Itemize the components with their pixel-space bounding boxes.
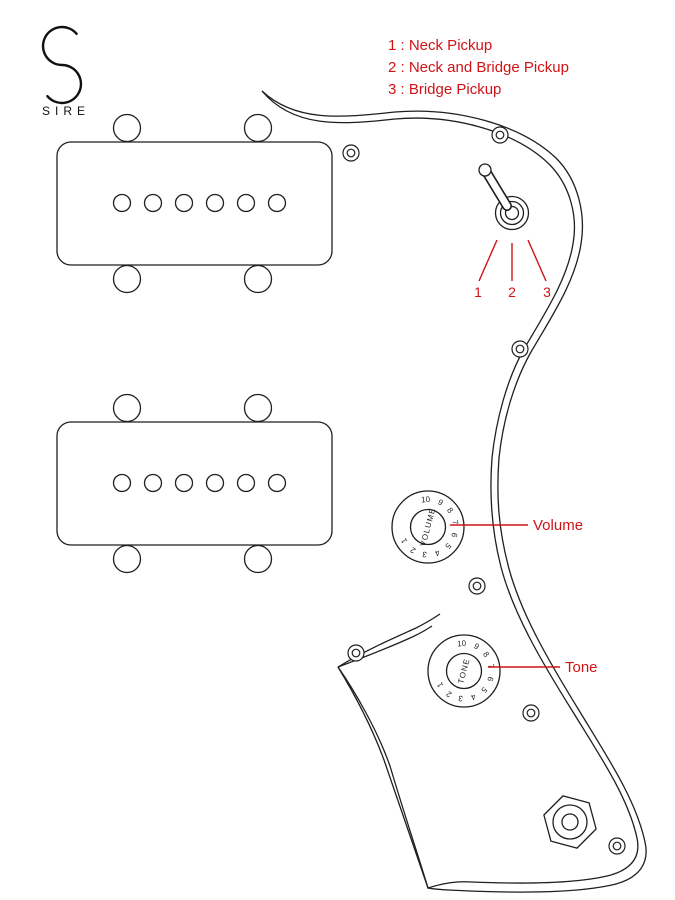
screw-icon [342,144,360,162]
neck-pickup [56,113,333,294]
tone-knob-cap [445,652,483,690]
switch-position-label-2: 2 [508,284,516,300]
svg-text:3: 3 [457,693,463,703]
volume-knob-cap [409,508,447,546]
volume-knob-ticks: 1 2 3 4 5 6 7 8 9 10 [399,495,460,559]
svg-text:2: 2 [444,689,453,699]
pickguard-inner-edge [261,90,639,889]
jack-hole [561,813,579,831]
screw-icon [347,644,365,662]
tone-callout-label: Tone [565,659,598,676]
volume-knob: 1 2 3 4 5 6 7 8 9 10 VOLUME [391,490,465,564]
svg-text:8: 8 [481,650,491,659]
volume-callout-label: Volume [533,517,583,534]
svg-text:4: 4 [469,692,477,702]
svg-text:1: 1 [399,536,409,545]
pickguard-outer-edge [261,90,647,893]
pickup-mount-ear [112,113,142,143]
pickguard-screws [342,126,626,855]
legend-line-1: 1 : Neck Pickup [388,37,492,54]
pole-piece [143,473,163,493]
switch-tip [478,163,492,177]
bridge-pickup-cover [56,421,333,546]
svg-text:9: 9 [472,641,481,651]
volume-callout: Volume [450,517,583,534]
pole-piece [112,193,132,213]
screw-icon [491,126,509,144]
svg-text:10: 10 [421,495,431,505]
legend-line-2: 2 : Neck and Bridge Pickup [388,59,569,76]
tone-callout: Tone [488,659,598,676]
screw-icon [468,577,486,595]
neck-pickup-cover [56,141,333,266]
svg-text:7: 7 [450,519,460,525]
switch-position-callouts: 1 2 3 [474,239,551,300]
legend-line-3: 3 : Bridge Pickup [388,81,501,98]
sire-logo: SIRE [41,25,90,118]
bridge-pickup [56,393,333,574]
svg-text:3: 3 [421,549,427,559]
pole-piece [112,473,132,493]
pole-piece [236,473,256,493]
svg-text:5: 5 [443,541,453,551]
pickup-selector-switch [478,163,530,231]
svg-text:10: 10 [457,639,467,649]
svg-text:4: 4 [433,548,441,558]
pickup-mount-ear [243,113,273,143]
pickup-mount-ear [243,544,273,574]
logo-s-icon [41,25,83,105]
legend: 1 : Neck Pickup 2 : Neck and Bridge Pick… [388,37,569,98]
pickup-mount-ear [112,264,142,294]
svg-text:9: 9 [436,497,445,507]
switch-position-label-3: 3 [543,284,551,300]
logo-wordmark: SIRE [42,104,90,118]
screw-icon [522,704,540,722]
pole-piece [267,193,287,213]
svg-text:1: 1 [435,680,445,689]
pole-piece [143,193,163,213]
svg-text:5: 5 [479,685,489,695]
pole-piece [205,473,225,493]
svg-text:2: 2 [408,545,417,555]
pickup-mount-ear [112,393,142,423]
pole-piece [205,193,225,213]
switch-lever-fill [483,169,511,210]
pole-piece [236,193,256,213]
svg-text:6: 6 [485,676,495,683]
screw-icon [608,837,626,855]
svg-text:8: 8 [445,506,455,515]
pointer-line-1 [478,239,498,282]
svg-text:6: 6 [449,532,459,539]
pole-piece [174,193,194,213]
switch-position-label-1: 1 [474,284,482,300]
pickup-mount-ear [112,544,142,574]
pole-piece [267,473,287,493]
pointer-line-3 [527,239,547,282]
screw-icon [511,340,529,358]
pole-piece [174,473,194,493]
tone-knob: 1 2 3 4 5 6 7 8 9 10 TONE [427,634,501,708]
output-jack [543,795,597,849]
pickup-mount-ear [243,393,273,423]
pickup-mount-ear [243,264,273,294]
